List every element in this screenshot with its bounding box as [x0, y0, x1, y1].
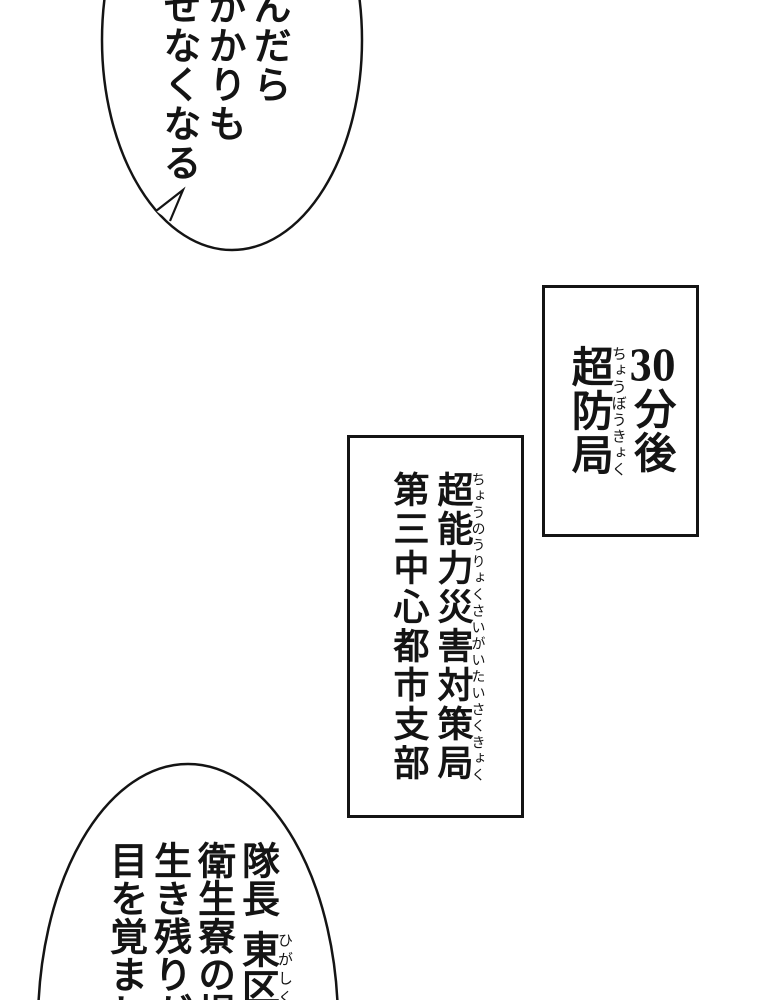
time-suffix: 分後: [627, 387, 677, 475]
dialogue-line: 衛生寮の場: [191, 841, 237, 1000]
caption-box-organization-text: 超能力災害対策局ちょうのうりょくさいがいたいさくきょく 第三中心都市支部: [387, 470, 486, 783]
dialogue-line: んだら: [247, 0, 292, 104]
speech-bubble-top-text: んだら がかりも せなくなる: [157, 0, 292, 182]
speech-bubble-top-outline: [100, 0, 364, 252]
org-full-base: 超能力災害対策局: [431, 470, 474, 783]
time-number: 30: [629, 345, 676, 387]
place-furigana: ひがしく: [276, 930, 294, 1000]
caption-line-org-full: 超能力災害対策局ちょうのうりょくさいがいたいさくきょく: [431, 470, 486, 783]
caption-line-branch: 第三中心都市支部: [387, 470, 430, 783]
caption-box-organization: 超能力災害対策局ちょうのうりょくさいがいたいさくきょく 第三中心都市支部: [347, 435, 524, 818]
dialogue-line: 生き残りが: [147, 841, 193, 1000]
place-base: 東区: [235, 930, 281, 1000]
caption-box-time-text: 30分後 超防局ちょうぼうきょく: [564, 345, 677, 477]
speech-bubble-bottom-outline: [37, 762, 339, 1000]
org-short-ruby: 超防局ちょうぼうきょく: [565, 345, 628, 477]
dialogue-head: 隊長: [235, 841, 281, 931]
speech-bubble-bottom-text: 隊長 東区ひがしく 衛生寮の場 生き残りが 目を覚まし: [103, 841, 295, 1000]
dialogue-line: 隊長 東区ひがしく: [235, 841, 295, 1000]
place-ruby: 東区ひがしく: [235, 930, 295, 1000]
speech-bubble-top: [100, 0, 364, 252]
caption-line-time: 30分後: [627, 345, 677, 477]
org-full-furigana: ちょうのうりょくさいがいたいさくきょく: [469, 470, 486, 783]
org-short-base: 超防局: [565, 345, 615, 477]
caption-line-org-short: 超防局ちょうぼうきょく: [564, 345, 628, 477]
org-full-ruby: 超能力災害対策局ちょうのうりょくさいがいたいさくきょく: [431, 470, 486, 783]
speech-bubble-bottom: [37, 762, 339, 1000]
org-short-furigana: ちょうぼうきょく: [609, 345, 628, 477]
caption-box-time: 30分後 超防局ちょうぼうきょく: [542, 285, 699, 537]
dialogue-line: せなくなる: [157, 0, 202, 182]
dialogue-line: がかりも: [202, 0, 247, 143]
dialogue-line: 目を覚まし: [103, 841, 149, 1000]
speech-bubble-top-tail: [155, 186, 186, 222]
